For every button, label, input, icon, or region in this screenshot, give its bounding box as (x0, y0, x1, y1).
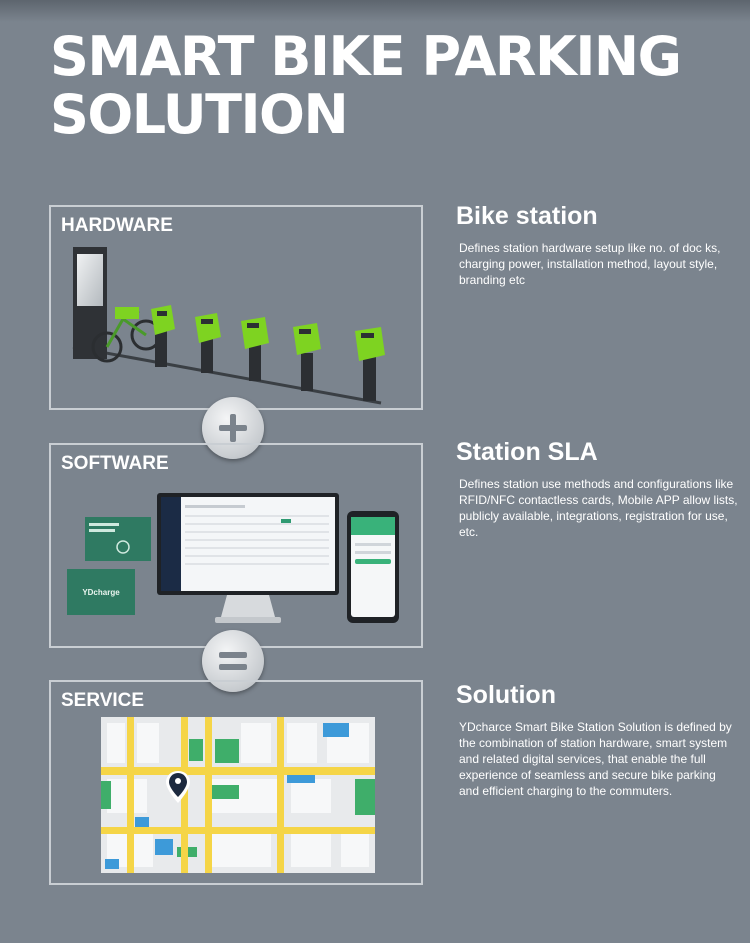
bike-station-description: Defines station hardware setup like no. … (459, 241, 721, 287)
location-pin-icon (166, 771, 190, 803)
rfid-card-1 (85, 517, 151, 561)
solution-heading: Solution (456, 681, 556, 709)
dock-3 (241, 317, 269, 381)
title-line-2: SOLUTION (50, 83, 349, 146)
top-shadow-bar (0, 0, 750, 22)
dock-1 (151, 305, 175, 367)
service-panel: SERVICE (49, 680, 423, 885)
bike-station-illustration (72, 247, 385, 405)
rfid-card-2: YDcharge (67, 569, 135, 615)
map-roads (101, 717, 375, 873)
software-panel: SOFTWARE YDcharge (49, 443, 423, 648)
card-brand-text: YDcharge (82, 588, 120, 597)
dock-4 (293, 323, 321, 391)
title-line-1: SMART BIKE PARKING (50, 25, 682, 88)
dock-5 (355, 327, 385, 401)
solution-description: YDcharce Smart Bike Station Solution is … (459, 720, 732, 798)
map-illustration (101, 717, 375, 873)
hardware-label: HARDWARE (61, 215, 173, 236)
mobile-phone (347, 511, 399, 623)
service-label: SERVICE (61, 690, 145, 711)
station-sla-description: Defines station use methods and configur… (459, 477, 738, 539)
map-water (105, 723, 349, 869)
page-title: SMART BIKE PARKING SOLUTION (50, 28, 710, 144)
station-sla-heading: Station SLA (456, 438, 598, 466)
desktop-monitor (157, 493, 339, 623)
bike-battery (115, 307, 139, 319)
software-label: SOFTWARE (61, 453, 169, 474)
dock-2 (195, 313, 221, 373)
bike-station-heading: Bike station (456, 202, 598, 230)
hardware-panel: HARDWARE (49, 205, 423, 410)
software-illustration: YDcharge (67, 493, 399, 623)
station-kiosk (73, 247, 107, 359)
plus-icon (202, 397, 264, 459)
map-parks (101, 739, 375, 857)
